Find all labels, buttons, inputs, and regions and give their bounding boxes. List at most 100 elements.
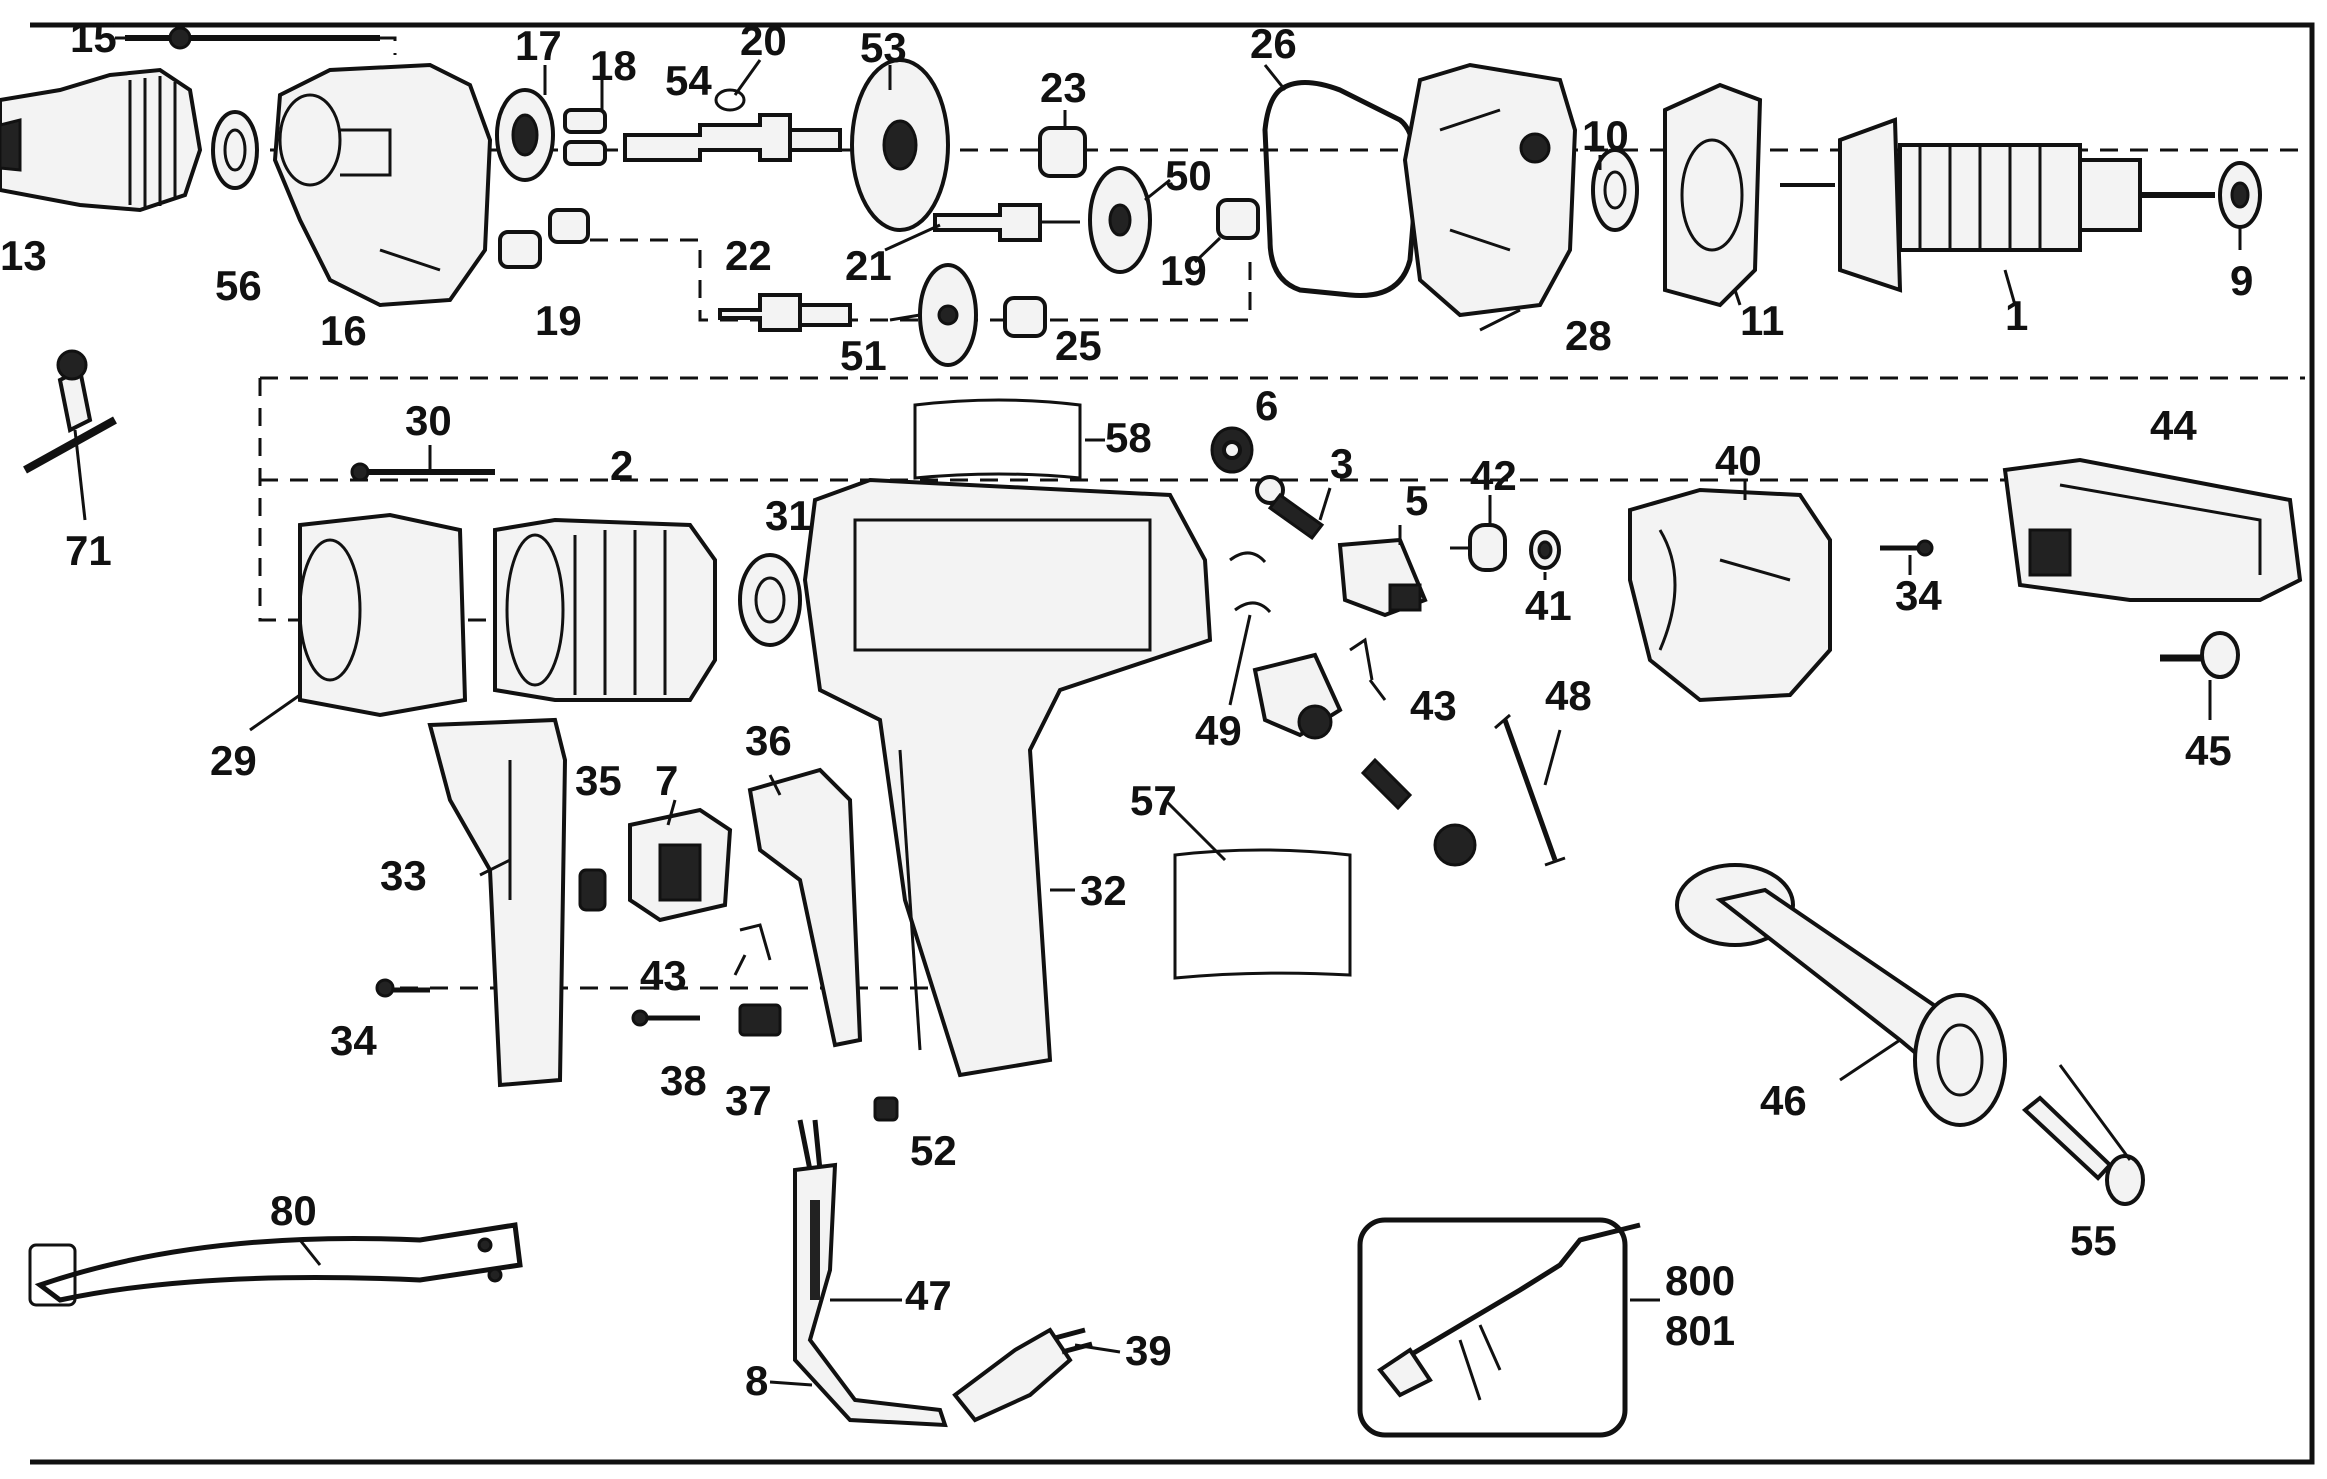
label-37: 37 [725,1077,772,1124]
label-26: 26 [1250,20,1297,67]
bearing-31 [738,553,802,647]
label-9: 9 [2230,257,2253,304]
nut-41 [1529,530,1561,570]
washer [211,110,259,190]
label-53: 53 [860,24,907,71]
bail-handle [2002,457,2303,602]
label-49: 49 [1195,707,1242,754]
long-screw [350,462,495,482]
chuck [0,67,203,213]
screw-34-left [375,978,430,998]
accessory-box [1357,1217,1628,1438]
label-20: 20 [740,17,787,64]
label-800: 800 [1665,1257,1735,1304]
gear-50 [1088,166,1152,274]
chuck-key [23,349,117,474]
end-cap [298,512,468,718]
baffle [1663,82,1763,308]
label-31: 31 [765,492,812,539]
label-55: 55 [2070,1217,2117,1264]
label-32: 32 [1080,867,1127,914]
label-44: 44 [2150,402,2197,449]
switch [628,807,733,923]
gear-51 [918,263,978,367]
screw-52 [873,1096,899,1122]
label-38: 38 [660,1057,707,1104]
bearing-plate-housing [1402,62,1578,318]
label-17: 17 [515,22,562,69]
label-40: 40 [1715,437,1762,484]
label-25: 25 [1055,322,1102,369]
part-labels: 15 17 18 20 54 53 23 26 10 13 56 16 19 2… [0,14,2253,1404]
axis-line-motor [258,378,2150,622]
label-1: 1 [2005,292,2028,339]
bearing-9 [2218,161,2262,229]
label-57: 57 [1130,777,1177,824]
label-6: 6 [1255,382,1278,429]
bearing-17 [495,88,555,182]
label-39: 39 [1125,1327,1172,1374]
label-80: 80 [270,1187,317,1234]
label-801: 801 [1665,1307,1735,1354]
label-2: 2 [610,442,633,489]
side-handle-bolt [2021,1095,2145,1206]
label-41: 41 [1525,582,1572,629]
handle-screw [2160,631,2240,679]
handle-half [427,717,568,1088]
label-58: 58 [1105,414,1152,461]
spindle [623,88,842,162]
label-7: 7 [655,757,678,804]
bushing-19-right [1216,198,1260,240]
armature [1780,117,2215,293]
label-15: 15 [70,14,117,61]
label-34a: 34 [1895,572,1942,619]
label-28: 28 [1565,312,1612,359]
label-23: 23 [1040,64,1087,111]
axis-line-lower-gears [560,238,1252,322]
screw-34-right [1880,539,1934,557]
side-handle [1675,863,2007,1127]
strap [28,1222,523,1307]
label-33: 33 [380,852,427,899]
bushings-18 [563,108,607,166]
frame-border [30,22,2315,1465]
bushings-19-left [498,208,590,269]
label-19a: 19 [535,297,582,344]
label-11: 11 [1740,297,1784,344]
nameplate-label [913,398,1082,480]
screw-38 [631,1009,700,1027]
spring-clip-43 [1349,637,1374,681]
label-46: 46 [1760,1077,1807,1124]
label-35: 35 [575,757,622,804]
brush-cap [1210,426,1254,474]
brush [1255,475,1325,541]
trigger [747,767,863,1048]
label-29: 29 [210,737,257,784]
bushing-23 [1038,126,1087,178]
label-42: 42 [1470,452,1517,499]
label-19b: 19 [1160,247,1207,294]
brush-assembly-lower [1252,652,1477,867]
lead-wire [1494,713,1566,867]
label-56: 56 [215,262,262,309]
label-51: 51 [840,332,887,379]
gear-case [272,62,493,308]
bearing-10 [1591,148,1639,232]
label-18: 18 [590,42,637,89]
label-16: 16 [320,307,367,354]
washer-42 [1450,523,1507,572]
screw [125,26,397,55]
label-30: 30 [405,397,452,444]
motor-housing [802,477,1213,1078]
power-cord [793,1119,948,1428]
label-50: 50 [1165,152,1212,199]
brush-holder [1337,537,1428,618]
label-3: 3 [1330,440,1353,487]
label-21: 21 [845,242,892,289]
label-34b: 34 [330,1017,377,1064]
spring-clip-43-left [739,923,772,961]
label-71: 71 [65,527,112,574]
label-5: 5 [1405,477,1428,524]
leader-lines [73,36,2242,1387]
